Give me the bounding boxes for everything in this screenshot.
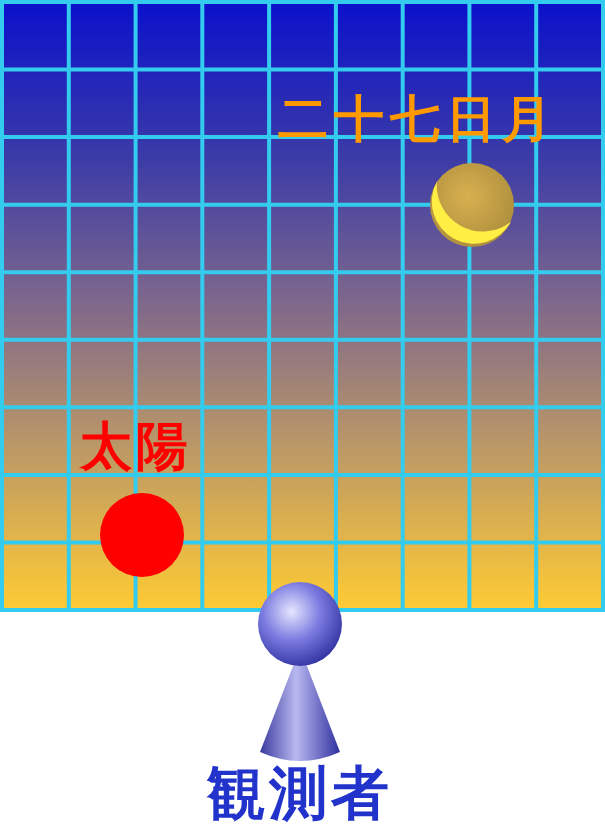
observer-label: 観測者	[207, 762, 393, 826]
sky-ground	[0, 0, 605, 612]
sky-grid	[0, 0, 605, 612]
moon-figure	[424, 162, 515, 255]
sun-disc	[100, 493, 184, 577]
moon-label: 二十七日月	[278, 92, 558, 147]
sun-label: 太陽	[80, 418, 192, 475]
observer-figure	[258, 582, 342, 761]
